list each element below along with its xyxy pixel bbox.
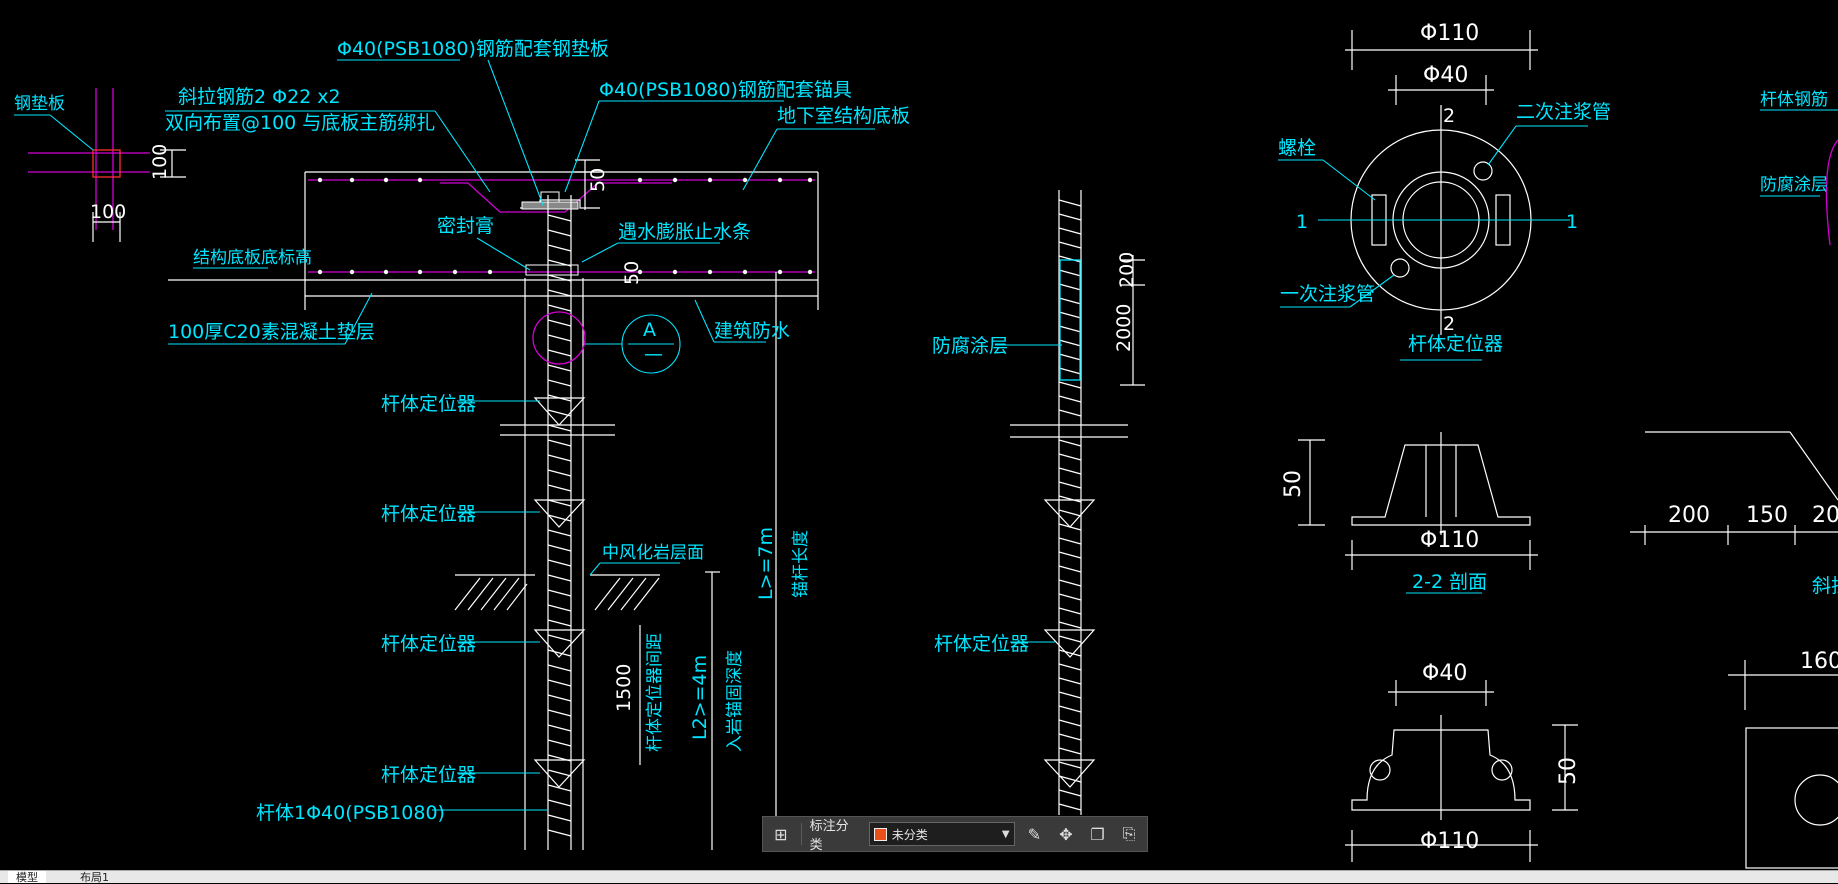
move-icon[interactable]: ✥ [1059,824,1073,844]
annotation-category-label: 标注分类 [809,819,849,853]
edit-icon[interactable]: ✎ [1027,824,1042,844]
label-steel-pad: 钢垫板 [14,94,65,114]
dim-phi40: Φ40 [1423,63,1468,88]
label-rock-depth: 入岩锚固深度 [725,650,745,752]
dim-pad-width: 100 [90,201,126,223]
dim-200b: 200 [1668,503,1710,528]
dim-2000: 2000 [1113,304,1135,352]
slab-section [168,159,819,850]
dim-50-top: 50 [587,168,609,192]
grid-icon[interactable]: ⊞ [774,824,788,844]
dim-160: 160 [1800,649,1838,674]
dim-20: 20 [1812,503,1838,528]
label-locator-spacing: 杆体定位器间距 [645,633,665,752]
rebar-dots [317,177,813,275]
tab-layout1[interactable]: 布局1 [80,871,109,884]
tab-model[interactable]: 模型 [8,871,46,884]
copy-icon[interactable]: ❐ [1090,824,1105,844]
dim-phi110: Φ110 [1420,21,1479,46]
dim-L2: L2>=4m [689,655,711,740]
label-sec1-right: 1 [1566,211,1578,233]
label-waterproof: 建筑防水 [714,320,790,342]
label-slab-bottom: 结构底板底标高 [193,248,312,268]
label-diag-rebar-note: 双向布置@100 与底板主筋绑扎 [165,112,435,134]
dim-50-sec: 50 [1281,470,1306,498]
label-slab: 地下室结构底板 [777,105,910,127]
dim-L: L>=7m [755,527,777,600]
label-locator-1: 杆体定位器 [381,393,476,415]
dim-200: 200 [1116,252,1138,288]
label-rod-rebar: 杆体钢筋 [1760,90,1828,110]
dim-phi110-fixture: Φ110 [1420,829,1479,854]
dim-phi40-fixture: Φ40 [1422,661,1467,686]
label-rod-locator: 杆体定位器 [1408,333,1503,355]
label-section-22: 2-2 剖面 [1412,571,1487,593]
label-rod: 杆体1Φ40(PSB1080) [256,802,445,824]
dim-1500: 1500 [613,664,635,712]
label-sec1-left: 1 [1296,211,1308,233]
paste-icon[interactable]: ⎘ [1122,824,1136,843]
dim-pad-height: 100 [149,144,171,180]
dim-150: 150 [1746,503,1788,528]
bottom-fixture [1345,680,1578,862]
category-color-swatch [873,827,887,841]
annotation-toolbar: ⊞ 标注分类 未分类 ▼ ✎ ✥ ❐ ⎘ [762,816,1148,853]
label-locator-5: 杆体定位器 [934,633,1029,655]
steel-pad-detail [14,88,186,242]
dim-50-fixture: 50 [1556,757,1581,785]
anchor-rod-main [454,195,777,850]
label-first-grout: 一次注浆管 [1280,283,1375,305]
label-locator-3: 杆体定位器 [381,633,476,655]
label-bolt: 螺栓 [1278,137,1316,159]
label-waterstop: 遇水膨胀止水条 [618,221,751,243]
label-cut: 斜拉 [1812,575,1838,597]
label-plate: Φ40(PSB1080)钢筋配套钢垫板 [337,38,609,60]
label-anchor: Φ40(PSB1080)钢筋配套锚具 [599,79,852,101]
label-locator-4: 杆体定位器 [381,764,476,786]
label-second-grout: 二次注浆管 [1516,101,1611,123]
label-rock-surface: 中风化岩层面 [602,543,704,563]
right-partial-detail [1630,139,1838,869]
label-anchor-length: 锚杆长度 [791,530,811,598]
category-selected-value: 未分类 [891,827,928,842]
chevron-down-icon: ▼ [1001,828,1010,840]
dim-phi110-sec: Φ110 [1420,528,1479,553]
label-sec2-top: 2 [1443,105,1455,127]
label-sealant: 密封膏 [437,214,494,237]
label-detail-a: A [643,319,656,341]
label-locator-2: 杆体定位器 [381,503,476,525]
toolbar-separator [800,823,802,845]
label-anticorrosion: 防腐涂层 [932,335,1008,357]
section-2-2 [1298,432,1538,570]
dim-50-mid: 50 [621,261,643,285]
label-anticorrosion-2: 防腐涂层 [1760,175,1828,195]
layout-tab-bar: 模型 布局1 [0,870,1838,884]
label-sec2-bot: 2 [1443,313,1455,335]
label-detail-dash: — [644,343,663,365]
label-diag-rebar: 斜拉钢筋2 Φ22 x2 [178,86,341,108]
anchor-rod-standalone [1010,190,1145,815]
locator-plan [1318,30,1570,335]
label-cushion: 100厚C20素混凝土垫层 [168,321,375,343]
annotation-category-select[interactable]: 未分类 ▼ [868,822,1015,846]
